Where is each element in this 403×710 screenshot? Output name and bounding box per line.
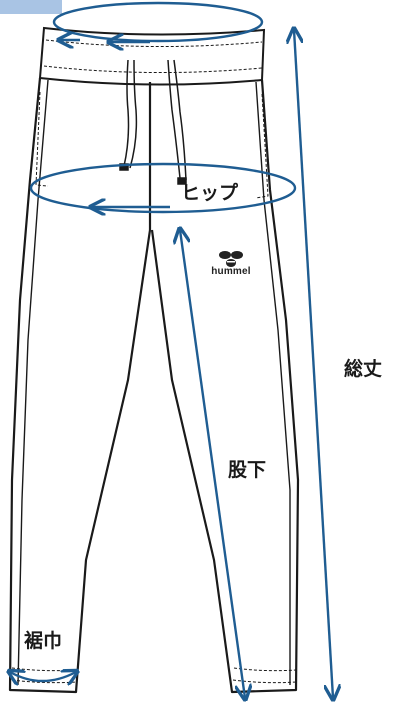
hem-width-label: 裾巾 [24, 630, 63, 652]
total-length-arrow [294, 30, 333, 698]
brand-name: hummel [211, 266, 251, 277]
bumblebee-icon [219, 251, 243, 267]
hip-label: ヒップ [181, 182, 239, 204]
inseam-label: 股下 [228, 459, 267, 481]
measurement-marks [10, 1, 333, 698]
hem-width-arc [10, 672, 76, 681]
drawstrings [119, 59, 187, 185]
total-length-label: 総丈 [344, 358, 383, 380]
waist-ellipse [52, 1, 264, 43]
inseam-arrow [180, 230, 245, 698]
brand-logo: hummel [207, 248, 255, 277]
corner-tab [0, 0, 62, 14]
